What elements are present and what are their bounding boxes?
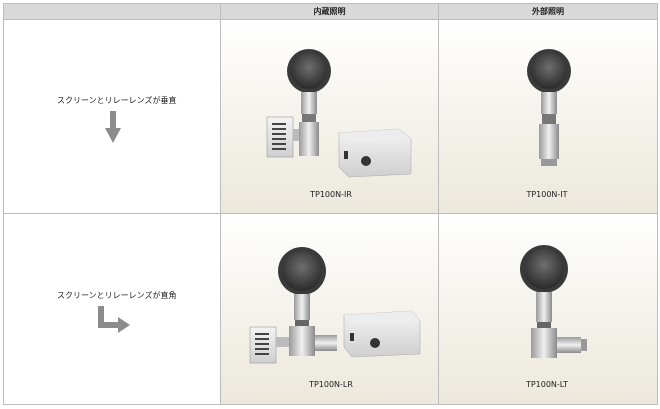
model-label-external-row-1: TP100N-IT [526, 190, 568, 199]
model-label-internal-row-2: TP100N-LR [309, 380, 353, 389]
header-empty [4, 4, 220, 19]
model-label-internal-row-1: TP100N-IR [310, 190, 352, 199]
model-label-external-row-2: TP100N-LT [525, 380, 569, 389]
arrow-down-right-icon [98, 306, 130, 333]
product-image-tp100n-lt [520, 245, 587, 358]
comparison-table: 内蔵照明 外部照明 スクリーンとリレーレンズが垂直 スクリーンとリレーレンズが直… [3, 3, 658, 405]
grid-line [4, 213, 657, 214]
header-internal-lighting: 内蔵照明 [221, 4, 438, 19]
row-1-internal-cell [221, 20, 438, 213]
product-image-tp100n-it [527, 49, 571, 166]
row-1-description: スクリーンとリレーレンズが垂直 [57, 96, 177, 105]
row-2-label-cell [4, 214, 220, 404]
header-external-lighting: 外部照明 [439, 4, 657, 19]
grid-line [4, 19, 657, 20]
row-2-description: スクリーンとリレーレンズが直角 [57, 291, 177, 300]
grid-line [438, 4, 439, 404]
grid-line [220, 4, 221, 404]
product-image-tp100n-ir [266, 49, 412, 178]
row-2-internal-cell [221, 214, 438, 404]
arrow-down-icon [105, 111, 121, 143]
product-image-tp100n-lr [249, 247, 421, 364]
